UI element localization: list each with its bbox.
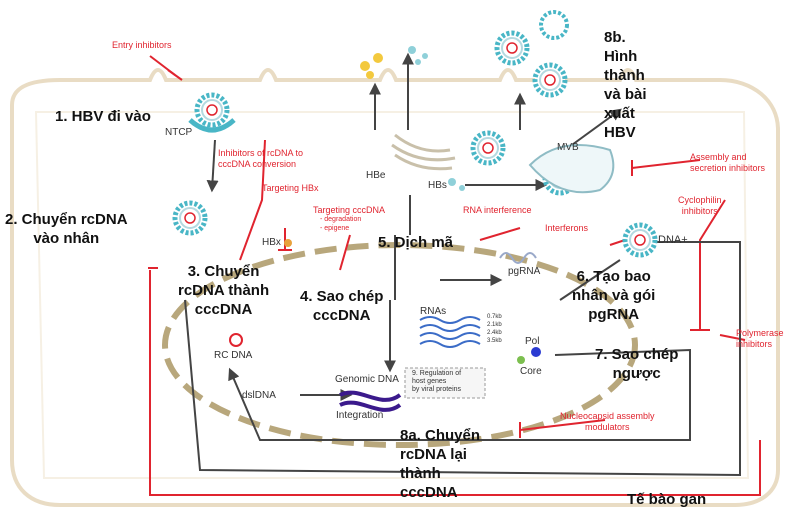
- dna-plus-label: DNA+: [658, 234, 688, 246]
- step-3-label: 3. Chuyển rcDNA thành cccDNA: [178, 263, 270, 318]
- dsldna-label: dslDNA: [242, 390, 276, 401]
- cell-membrane: [10, 68, 780, 507]
- rcdna-conversion-inhibitors-label: Inhibitors of rcDNA to cccDNA conversion: [218, 148, 304, 169]
- hbe-label: HBe: [366, 170, 386, 181]
- cccdna-sub-label: - degradation - epigene: [320, 216, 362, 232]
- step-5-label: 5. Dịch mã: [378, 234, 454, 251]
- nucleocapsid-modulators-label: Nucleocapsid assembly modulators: [560, 411, 655, 432]
- core-label: Core: [520, 366, 542, 377]
- pol-label: Pol: [525, 336, 540, 347]
- regulation-label: 9. Regulation of host genes by viral pro…: [412, 370, 462, 393]
- step-2-label: 2. Chuyển rcDNA vào nhân: [5, 211, 128, 247]
- step-4-label: 4. Sao chép cccDNA: [300, 288, 384, 324]
- rc-dna-label: RC DNA: [214, 350, 253, 361]
- rnas-label: RNAs: [420, 306, 447, 317]
- polymerase-inhibitors-label: Polymerase inhibitors: [736, 328, 784, 349]
- assembly-secretion-inhibitors-label: Assembly and secretion inhibitors: [690, 152, 766, 173]
- rna-interference-label: RNA interference: [463, 205, 532, 215]
- hbs-label: HBs: [428, 180, 447, 191]
- rna-size-0: 0.7kb: [487, 314, 502, 320]
- genomic-dna-label: Genomic DNA: [335, 374, 399, 385]
- nucleus: [162, 242, 638, 448]
- hbx-label: HBx: [262, 237, 281, 248]
- cell-label: Tế bào gan: [627, 491, 707, 508]
- rna-size-2: 2.4kb: [487, 330, 502, 336]
- integration-label: Integration: [336, 410, 384, 421]
- step-8a-label: 8a. Chuyển rcDNA lại thành cccDNA: [400, 427, 481, 501]
- mvb-label: MVB: [557, 142, 579, 153]
- rna-size-3: 3.5kb: [487, 338, 502, 344]
- step-1-label: 1. HBV đi vào: [55, 108, 151, 125]
- pgrna-label: pgRNA: [508, 266, 541, 277]
- rna-size-1: 2.1kb: [487, 322, 502, 328]
- step-7-label: 7. Sao chép ngược: [595, 346, 679, 382]
- step-8b-label: 8b. Hình thành và bài xuất HBV: [604, 29, 647, 141]
- cyclophilin-inhibitors-label: Cyclophilin inhibitors: [678, 195, 722, 216]
- step-6-label: 6. Tạo bao nhân và gói pgRNA: [572, 268, 656, 323]
- interferons-label: Interferons: [545, 223, 589, 233]
- entry-inhibitors-label: Entry inhibitors: [112, 40, 172, 50]
- mvb: [528, 144, 615, 194]
- ntcp-label: NTCP: [165, 127, 193, 138]
- targeting-hbx-label: Targeting HBx: [262, 183, 319, 193]
- targeting-cccdna-label: Targeting cccDNA: [313, 205, 386, 215]
